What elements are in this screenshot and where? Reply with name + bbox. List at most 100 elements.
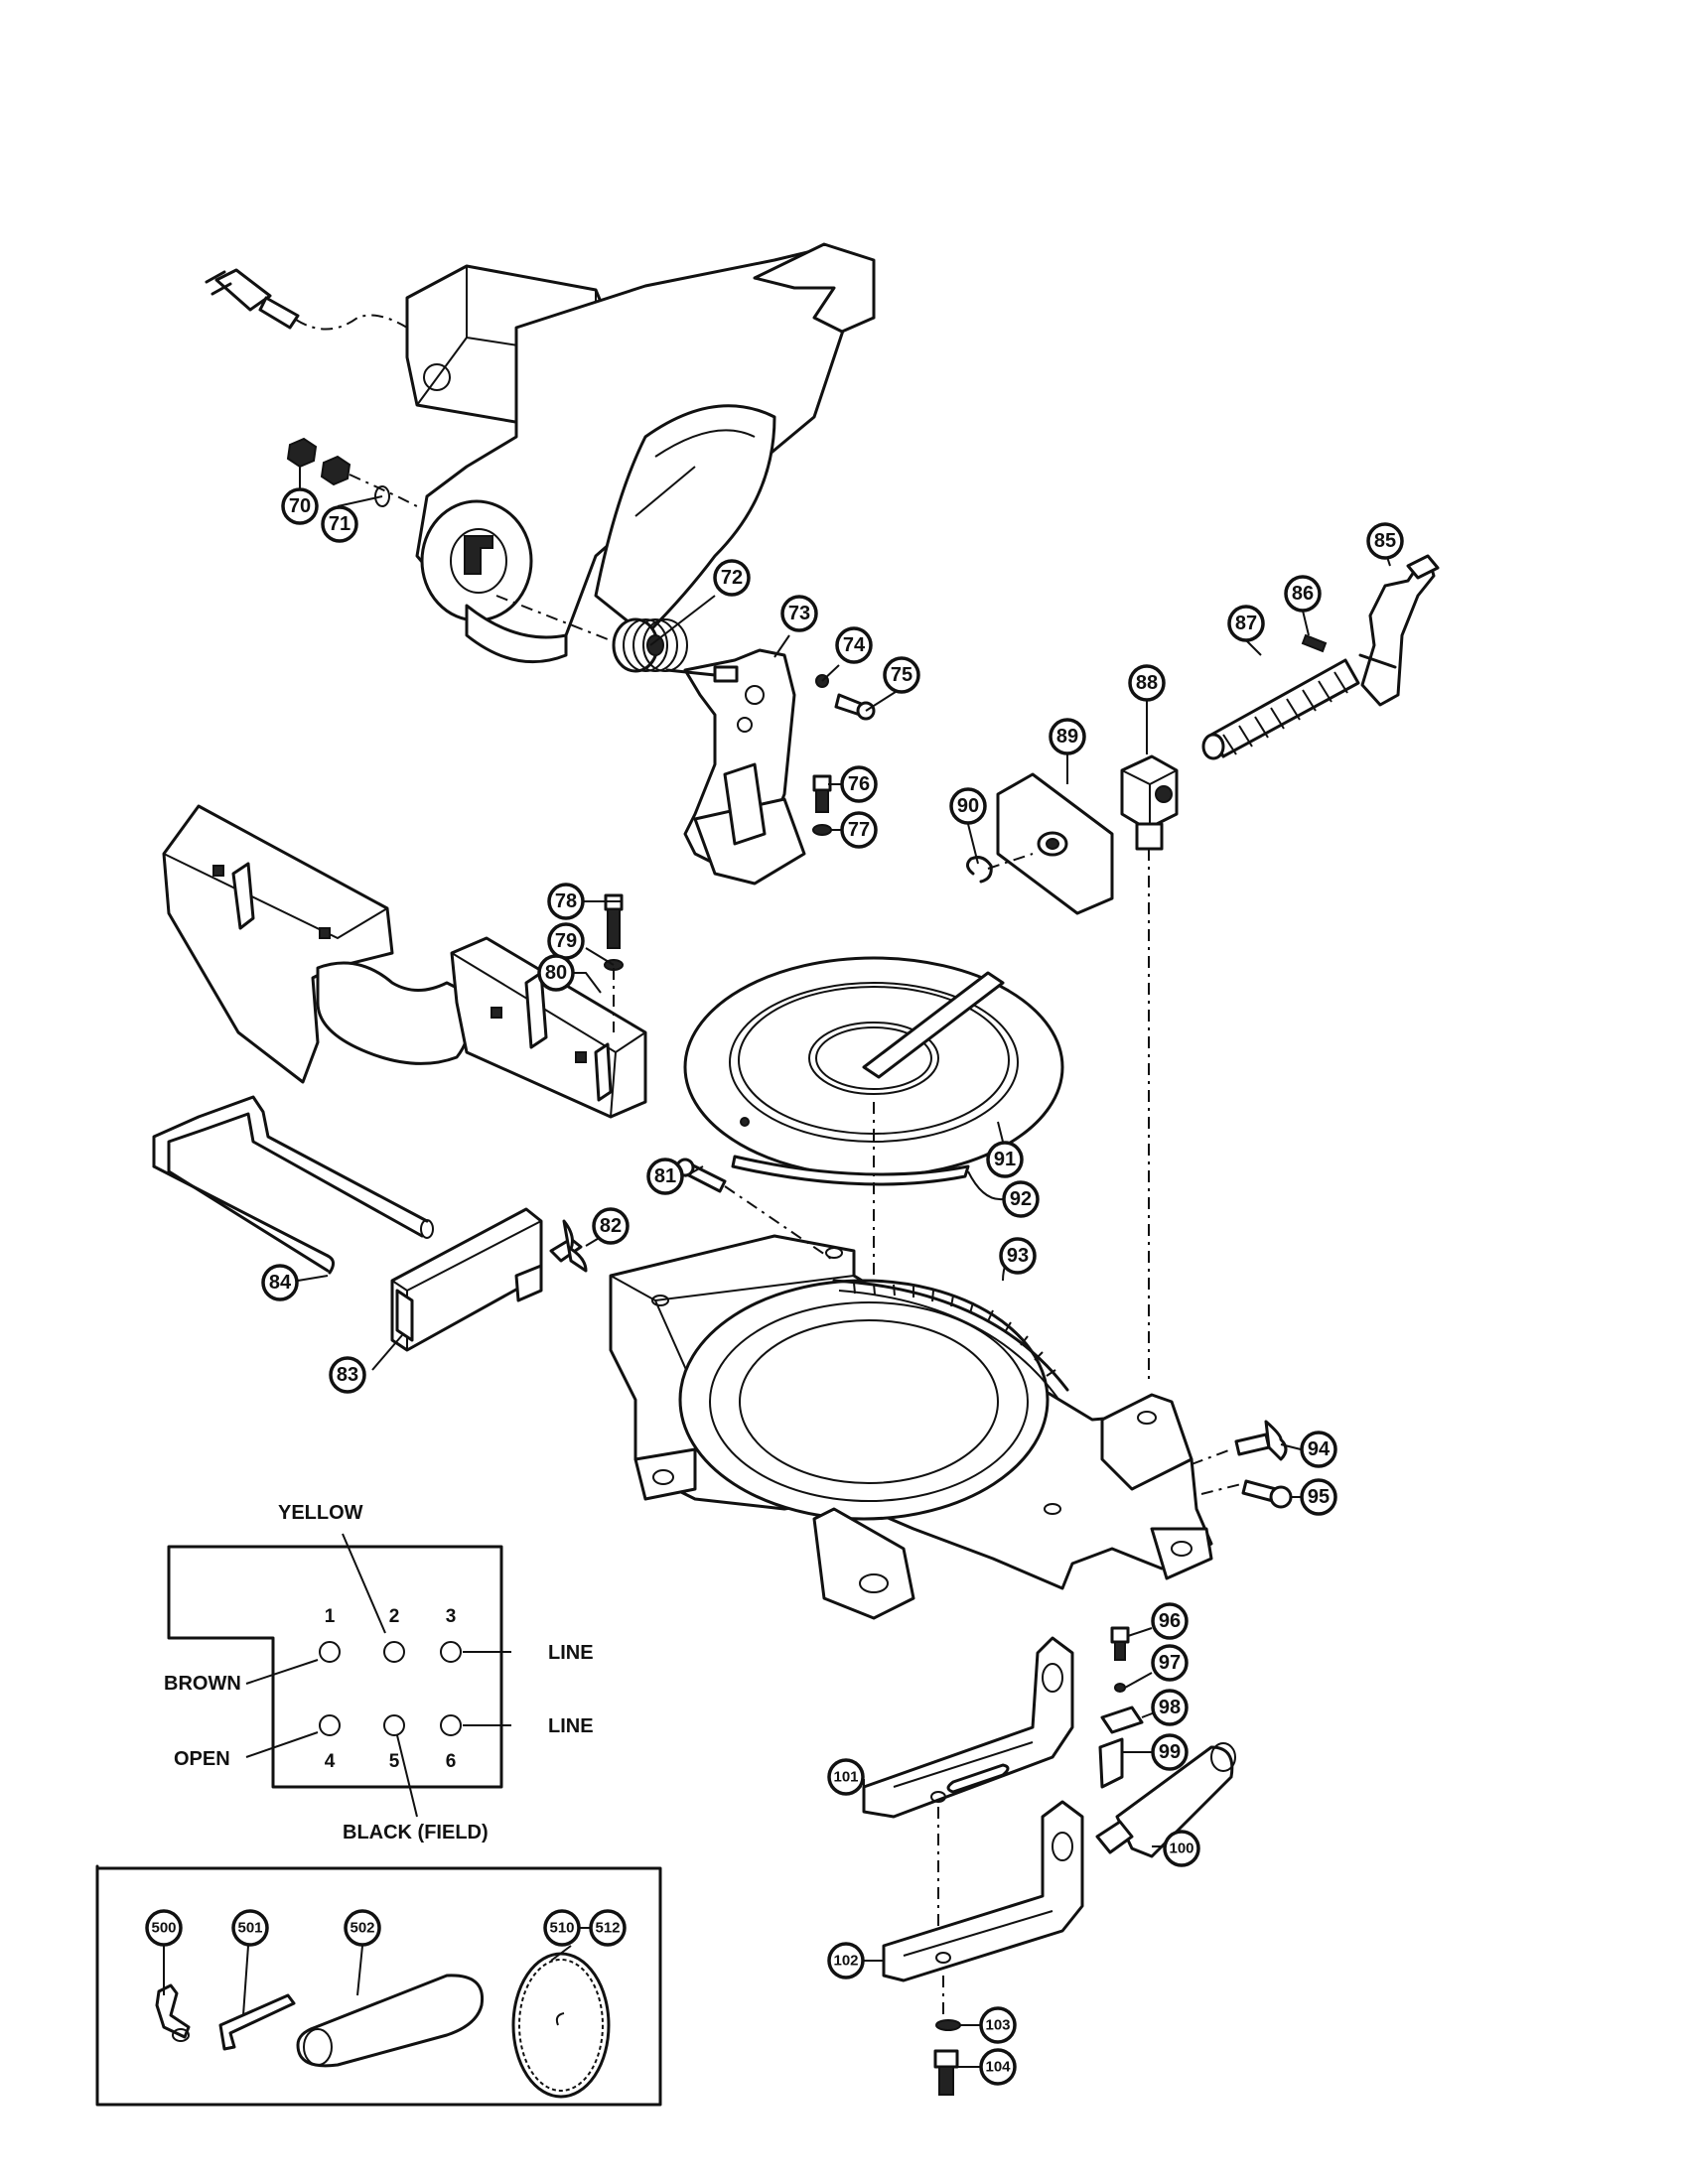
callout-81: 81 [646,1158,684,1195]
saw-base [609,1234,1213,1620]
callout-88: 88 [1128,664,1166,702]
svg-text:92: 92 [1010,1188,1032,1210]
callout-badges: 70 71 72 73 74 75 76 77 78 79 80 81 82 8… [145,487,1404,2086]
terminal-label-5: 5 [389,1751,400,1772]
svg-text:71: 71 [329,513,351,535]
terminal-3 [440,1641,462,1663]
callout-99: 99 [1151,1733,1189,1771]
callout-94: 94 [1300,1431,1337,1468]
wire-label-black-field: BLACK (FIELD) [343,1822,489,1843]
terminal-label-3: 3 [446,1606,457,1627]
callout-83: 83 [329,1356,366,1394]
svg-text:79: 79 [555,930,577,952]
terminal-6 [440,1714,462,1736]
callout-97: 97 [1151,1644,1189,1682]
pivot-bracket [665,648,806,886]
callout-71: 71 [321,505,358,543]
callout-91: 91 [986,1141,1024,1178]
wire-label-line-top: LINE [548,1642,594,1664]
callout-501: 501 [231,1909,269,1947]
svg-text:72: 72 [721,567,743,589]
handle-knob [296,1974,485,2068]
svg-text:83: 83 [337,1364,358,1386]
callout-86: 86 [1284,575,1322,613]
callout-104: 104 [979,2048,1017,2086]
terminal-label-4: 4 [325,1751,336,1772]
svg-text:91: 91 [994,1149,1016,1170]
wiring-box [167,1545,503,1789]
svg-text:81: 81 [654,1165,676,1187]
saw-blade [511,1952,611,2099]
callout-75: 75 [883,656,920,694]
turntable-strip [731,1155,970,1186]
svg-text:97: 97 [1159,1652,1181,1674]
lower-angle-bracket [882,1800,1084,1982]
svg-text:102: 102 [833,1953,858,1970]
svg-text:93: 93 [1007,1245,1029,1267]
svg-text:73: 73 [788,603,810,624]
callout-93: 93 [999,1237,1037,1275]
svg-text:100: 100 [1169,1841,1193,1857]
bevel-handle [1115,1745,1234,1858]
svg-text:89: 89 [1056,726,1078,748]
terminal-4 [319,1714,341,1736]
callout-73: 73 [780,595,818,632]
pivot-nuts [286,437,418,507]
callout-510: 510 [543,1909,581,1947]
callout-100: 100 [1163,1830,1200,1867]
callout-85: 85 [1366,522,1404,560]
svg-text:94: 94 [1308,1438,1331,1460]
terminal-5 [383,1714,405,1736]
lock-lever [1360,560,1436,707]
svg-text:101: 101 [833,1769,858,1786]
wire-label-yellow: YELLOW [278,1502,363,1524]
callout-90: 90 [949,787,987,825]
hold-down-rod [152,1095,434,1275]
svg-text:500: 500 [151,1920,176,1937]
terminal-label-1: 1 [325,1606,336,1627]
svg-text:85: 85 [1374,530,1396,552]
wiring-diagram: YELLOW 1 2 3 4 5 6 BROWN OPEN LINE LINE … [164,1502,594,1843]
callout-96: 96 [1151,1602,1189,1640]
callout-95: 95 [1300,1478,1337,1516]
svg-text:74: 74 [843,634,866,656]
callout-512: 512 [589,1909,627,1947]
accessories-box [95,1864,662,2107]
callout-98: 98 [1151,1689,1189,1726]
callout-76: 76 [840,765,878,803]
svg-text:78: 78 [555,890,577,912]
callout-84: 84 [261,1264,299,1301]
callout-502: 502 [344,1909,381,1947]
svg-text:75: 75 [891,664,912,686]
svg-text:82: 82 [600,1215,622,1237]
callout-79: 79 [547,922,585,960]
wire-label-line-bottom: LINE [548,1715,594,1737]
blade-guard [594,404,776,637]
callout-92: 92 [1002,1180,1040,1218]
callout-101: 101 [827,1758,865,1796]
callout-102: 102 [827,1942,865,1979]
upper-angle-bracket [862,1636,1074,1819]
callout-87: 87 [1227,605,1265,642]
terminal-label-6: 6 [446,1751,457,1772]
svg-text:99: 99 [1159,1741,1181,1763]
retaining-clip [966,856,993,884]
svg-text:512: 512 [595,1920,620,1937]
fence-assembly [162,804,647,1119]
svg-text:104: 104 [985,2059,1011,2076]
turntable [683,956,1064,1420]
callout-77: 77 [840,811,878,849]
callout-72: 72 [713,559,751,597]
svg-text:76: 76 [848,773,870,795]
callout-82: 82 [592,1207,630,1245]
terminal-label-2: 2 [389,1606,400,1627]
svg-text:90: 90 [957,795,979,817]
svg-text:80: 80 [545,962,567,984]
saw-handle [753,242,876,334]
svg-text:87: 87 [1235,613,1257,634]
torsion-spring [612,617,688,673]
bevel-lock-assembly [966,554,1440,915]
terminal-2 [383,1641,405,1663]
svg-text:77: 77 [848,819,870,841]
